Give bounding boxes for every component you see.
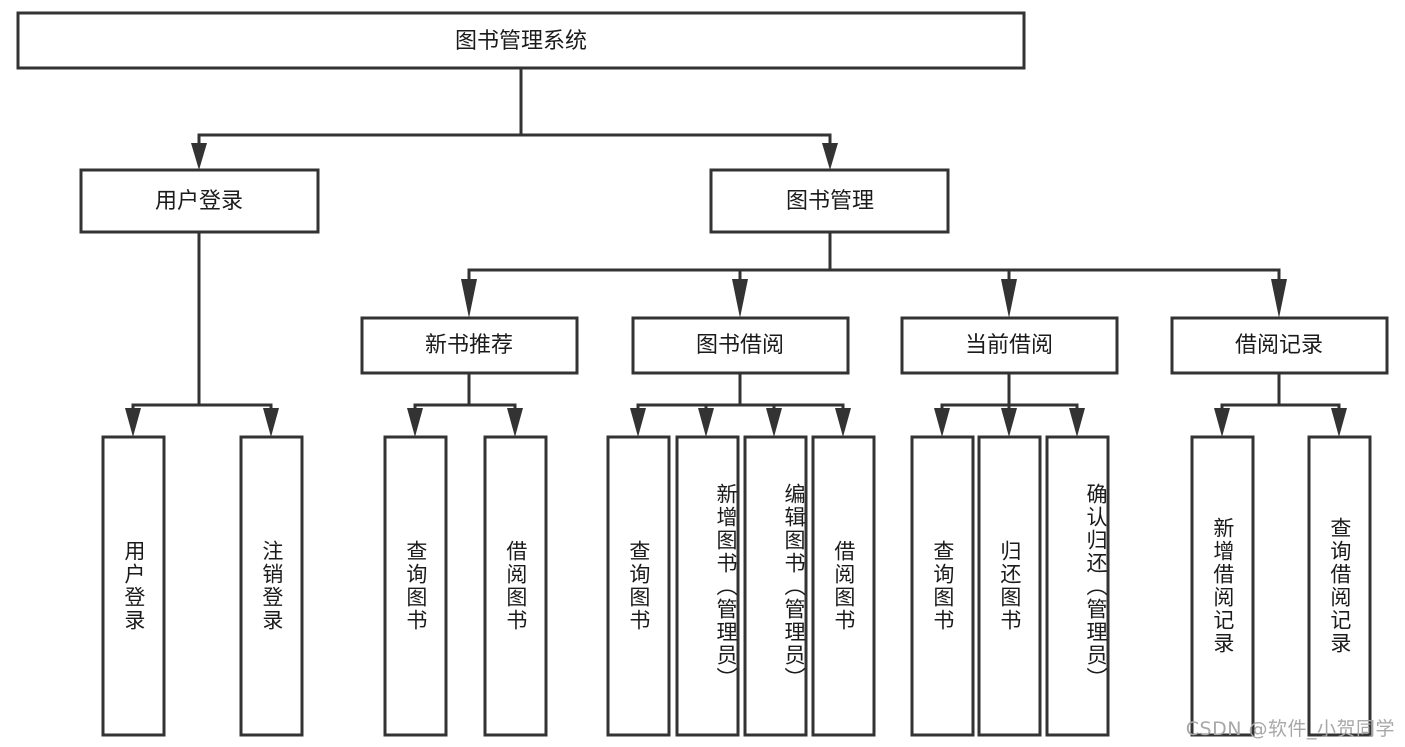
connector-borrowrecord-to-leaves [1214,371,1347,437]
node-label-root: 图书管理系统 [455,29,587,54]
node-box-leaf-6[interactable] [675,435,740,737]
arrow-head-icon [766,408,782,437]
arrow-head-icon [822,143,838,170]
node-box-leaf-5[interactable] [606,435,671,737]
arrow-head-icon [1001,408,1017,437]
node-box-leaf-1[interactable] [101,435,166,737]
node-box-leaf-3[interactable] [383,435,448,737]
connector-userlogin-to-leaves [125,230,279,437]
watermark-text: CSDN @软件_小贺同学 [1185,718,1395,740]
node-label-current-borrow: 当前借阅 [965,333,1053,358]
node-box-leaf-8[interactable] [811,435,876,737]
arrow-head-icon [934,408,950,437]
connector-root-to-level2 [191,66,838,170]
node-box-leaf-9[interactable] [910,435,975,737]
arrow-head-icon [630,408,646,437]
node-label-new-book-rec: 新书推荐 [425,333,513,358]
arrow-head-icon [507,408,523,437]
arrow-head-icon [732,279,748,318]
node-box-leaf-10[interactable] [977,435,1042,737]
node-box-borrow-record[interactable] [1170,316,1389,375]
arrow-head-icon [1331,408,1347,437]
arrow-head-icon [835,408,851,437]
node-box-book-borrow[interactable] [631,316,850,375]
arrow-head-icon [698,408,714,437]
node-box-book-manage[interactable] [709,168,950,234]
connector-currentborrow-to-leaves [934,371,1085,437]
node-box-leaf-4[interactable] [483,435,548,737]
node-label-user-login: 用户登录 [155,189,243,214]
arrow-head-icon [125,408,141,437]
arrow-head-icon [191,143,207,170]
node-box-leaf-12[interactable] [1190,435,1255,737]
node-box-leaf-2[interactable] [239,435,304,737]
arrow-head-icon [1271,279,1287,318]
node-label-book-manage: 图书管理 [786,189,874,214]
arrow-head-icon [263,408,279,437]
node-box-leaf-7[interactable] [743,435,808,737]
node-box-leaf-13[interactable] [1307,435,1372,737]
arrow-head-icon [461,279,477,318]
node-box-user-login[interactable] [79,168,320,234]
node-box-current-borrow[interactable] [900,316,1119,375]
connector-bookborrow-to-leaves [630,371,851,437]
node-box-leaf-11[interactable] [1045,435,1110,737]
node-box-root[interactable] [16,11,1026,70]
node-box-new-book-rec[interactable] [360,316,579,375]
arrow-head-icon [1214,408,1230,437]
arrow-head-icon [407,408,423,437]
connector-newbookrec-to-leaves [407,371,523,437]
arrow-head-icon [1069,408,1085,437]
arrow-head-icon [1001,279,1017,318]
connector-bookmanage-to-level3 [461,230,1287,318]
node-label-book-borrow: 图书借阅 [696,333,784,358]
node-label-borrow-record: 借阅记录 [1235,333,1323,358]
